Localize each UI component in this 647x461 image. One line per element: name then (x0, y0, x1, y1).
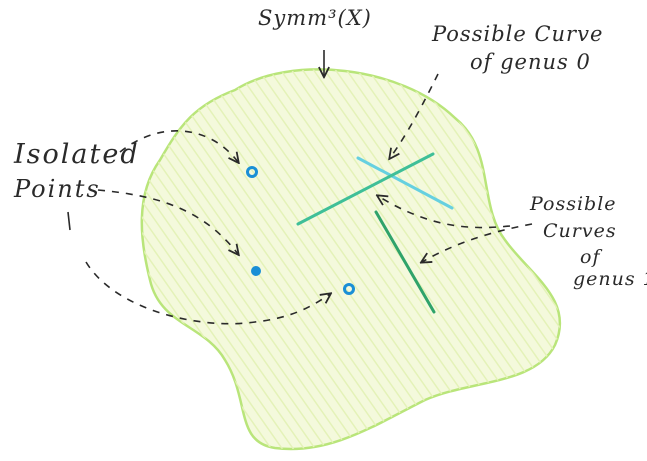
isolated-point (246, 166, 258, 178)
genus1-label-line4: genus 1 (573, 268, 647, 290)
symm-region-hatching (141, 69, 560, 450)
isolated-point (343, 283, 355, 295)
genus1-label-line3: of (580, 246, 601, 268)
space-title: Symm³(X) (258, 6, 372, 30)
isolated-point (251, 266, 261, 276)
genus1-label-line1: Possible (530, 193, 617, 215)
genus1-arrow-2 (422, 223, 533, 262)
isolated-arrow-1 (119, 130, 238, 162)
genus1-label-line2: Curves (543, 220, 617, 242)
isolated-label-line1: Isolated (14, 139, 140, 170)
isolated-arrow-2 (97, 189, 238, 254)
curve-genus0-cyan (356, 156, 454, 210)
isolated-tick (67, 211, 71, 231)
isolated-label-line2: Points (14, 175, 101, 203)
curve-genus0-teal (296, 152, 435, 226)
genus0-label-line2: of genus 0 (470, 50, 591, 74)
genus0-arrow (390, 73, 439, 158)
curve-genus1-green (374, 210, 436, 314)
genus1-arrow-1 (378, 196, 511, 229)
genus0-label-line1: Possible Curve (432, 22, 604, 46)
isolated-arrow-3 (85, 261, 330, 325)
